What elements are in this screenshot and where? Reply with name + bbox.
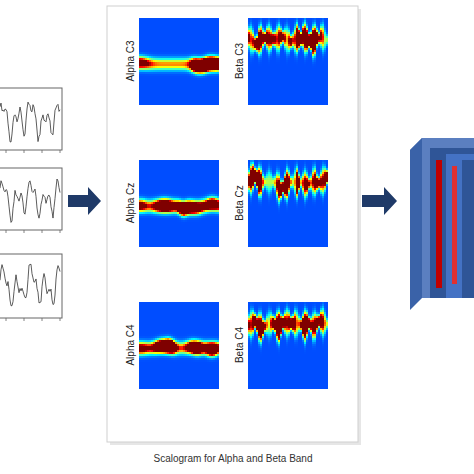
eeg-signals <box>0 88 62 321</box>
band-channel-label: Beta C4 <box>235 327 245 363</box>
signal-box <box>0 88 62 150</box>
axis-tick <box>24 230 25 233</box>
scalogram-plot: Beta Cz <box>232 160 328 247</box>
axis-tick <box>24 318 25 321</box>
scalogram-image <box>139 18 219 105</box>
scalogram-image <box>139 302 219 389</box>
scalogram-plot: Beta C3 <box>232 18 328 105</box>
axis-tick <box>42 318 43 321</box>
axis-tick <box>42 230 43 233</box>
axis-tick <box>24 150 25 153</box>
eeg-trace <box>0 264 60 305</box>
scalogram-plot: Alpha C4 <box>123 302 219 389</box>
scalogram-plot: Alpha C3 <box>123 18 219 105</box>
figure-caption: Scalogram for Alpha and Beta Band <box>108 453 358 464</box>
flow-arrow <box>362 187 397 215</box>
axis-tick <box>6 230 7 233</box>
scalogram-image <box>248 160 328 247</box>
scalogram-image <box>248 18 328 105</box>
signal-box <box>0 254 62 318</box>
scalogram-image <box>248 302 328 389</box>
axis-tick <box>42 150 43 153</box>
eeg-trace <box>0 179 60 222</box>
scalogram-image <box>139 160 219 247</box>
axis-tick <box>60 150 61 153</box>
axis-tick <box>6 150 7 153</box>
axis-tick <box>6 318 7 321</box>
band-channel-label: Beta Cz <box>235 185 245 221</box>
signal-box <box>0 168 62 230</box>
axis-tick <box>60 318 61 321</box>
band-channel-label: Beta C3 <box>235 43 245 79</box>
flow-arrow <box>68 187 101 215</box>
eeg-trace <box>0 102 60 142</box>
scalogram-panel <box>107 6 358 442</box>
band-channel-label: Alpha Cz <box>126 183 136 224</box>
axis-tick <box>60 230 61 233</box>
cnn-layers <box>410 138 474 310</box>
scalogram-plot: Beta C4 <box>232 302 328 389</box>
band-channel-label: Alpha C4 <box>126 324 136 365</box>
scalogram-plot: Alpha Cz <box>123 160 219 247</box>
band-channel-label: Alpha C3 <box>126 40 136 81</box>
